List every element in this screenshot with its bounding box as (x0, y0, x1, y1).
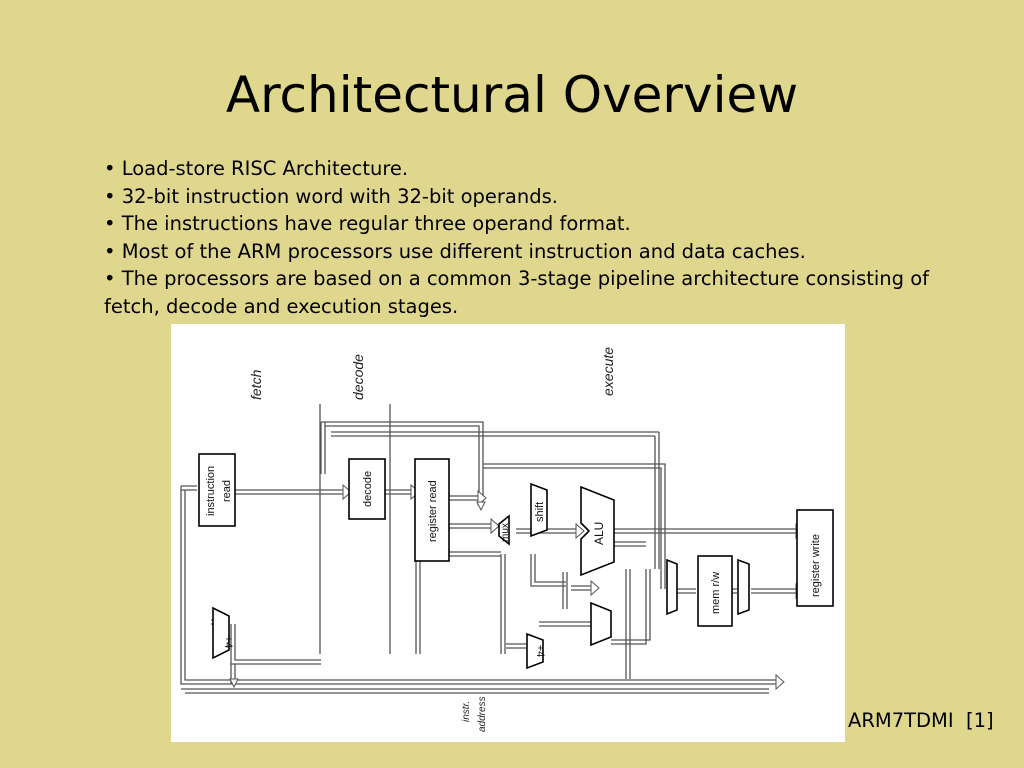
bullet-item: • The processors are based on a common 3… (104, 267, 930, 318)
plus4-exec-label: +4 (534, 645, 546, 658)
shift-label: shift (534, 502, 546, 522)
plus4-fetch-block (212, 606, 230, 660)
stage-label-execute: execute (600, 347, 616, 396)
register-read-block (414, 458, 450, 562)
instruction-read-label: read (221, 480, 233, 502)
decode-label: decode (362, 471, 374, 507)
shift-block (530, 482, 548, 538)
bullet-item: • Most of the ARM processors use differe… (104, 239, 806, 263)
figure-caption: ARM7TDMI [1] (848, 709, 994, 732)
bullet-item: • Load-store RISC Architecture. (104, 157, 409, 180)
pipeline-diagram-svg: fetch decode execute instruction read de… (180, 347, 834, 732)
instruction-read-block (198, 453, 236, 527)
mux-block (498, 514, 510, 546)
instruction-read-label: instruction (205, 466, 217, 516)
plus4-exec-block (526, 632, 544, 670)
pipeline-diagram: fetch decode execute instruction read de… (171, 324, 845, 742)
alu-label: ALU (592, 522, 606, 545)
decode-block (348, 458, 386, 520)
bullet-list: • Load-store RISC Architecture. • 32-bit… (104, 155, 964, 320)
alu-block (580, 485, 615, 577)
instr-address-label: instr. (461, 701, 472, 722)
stage-label-fetch: fetch (248, 369, 264, 400)
bullet-item: • The instructions have regular three op… (104, 212, 631, 235)
mem-rw-label: mem r/w (710, 572, 722, 614)
instr-address-label: address (477, 696, 488, 732)
mux-label: mux (500, 523, 511, 542)
plus4-fetch-label: +4 (222, 636, 234, 649)
register-write-block (796, 509, 834, 607)
bullet-item: • 32-bit instruction word with 32-bit op… (104, 184, 558, 208)
register-read-label: register read (427, 480, 439, 542)
register-write-label: register write (810, 534, 822, 597)
mem-rw-block (697, 555, 733, 627)
slide-title: Architectural Overview (225, 66, 799, 124)
stage-label-decode: decode (350, 354, 366, 400)
